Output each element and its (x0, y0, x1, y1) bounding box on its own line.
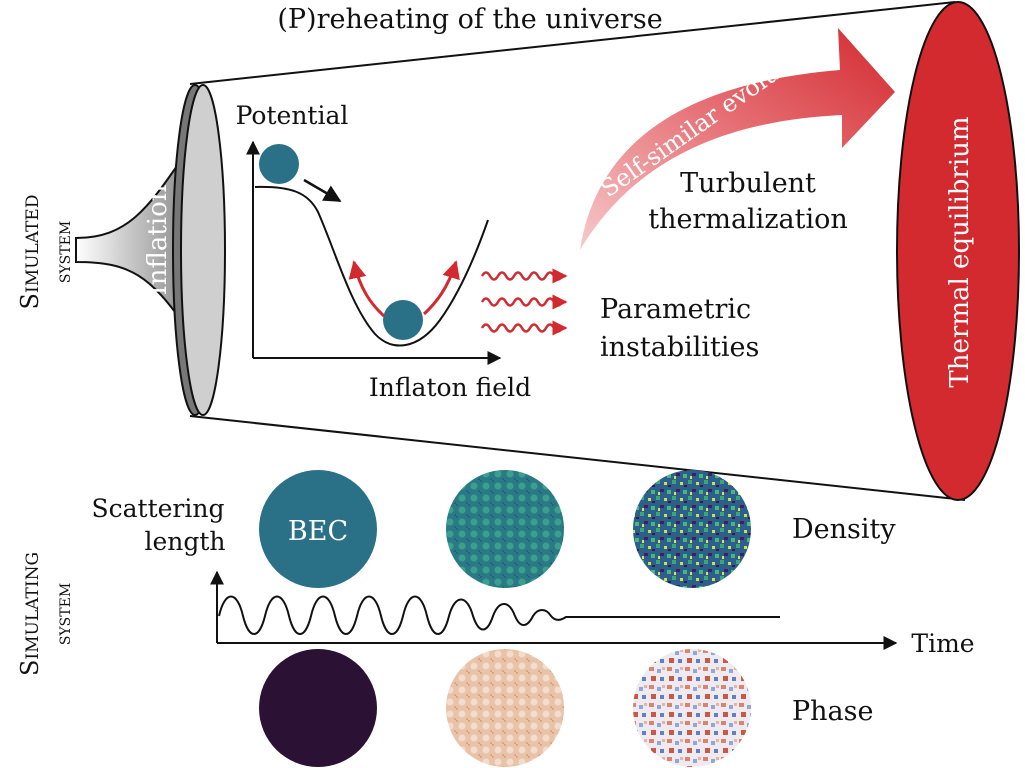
diagram-title: (P)reheating of the universe (277, 4, 662, 35)
scattering-ylabel-line1: Scattering (92, 494, 225, 523)
simulating-line1: Simulating (16, 552, 44, 676)
cone-top-edge (189, 1, 956, 85)
wavy-arrows (480, 268, 568, 336)
density-label: Density (792, 514, 896, 545)
phase-label: Phase (792, 696, 874, 727)
inflaton-ball-top (259, 144, 299, 184)
wavy-arrow-2 (480, 294, 568, 310)
simulating-system-label: Simulating system (16, 552, 75, 676)
scattering-ylabel-line2: length (144, 527, 225, 556)
simulating-line2: system (51, 583, 75, 645)
wavy-arrow-3 (480, 320, 568, 336)
potential-curve (254, 185, 489, 347)
oscillation-arrow-right (422, 260, 460, 316)
potential-ylabel: Potential (236, 101, 349, 130)
potential-xlabel: Inflaton field (369, 373, 531, 402)
roll-arrow (303, 178, 342, 203)
thermal-equilibrium-label: Thermal equilibrium (945, 116, 975, 387)
self-similar-arrow (580, 28, 895, 250)
turbulent-line1: Turbulent (680, 168, 816, 199)
inflation-ellipse (180, 84, 226, 416)
inflaton-ball-bottom (383, 300, 423, 340)
turbulent-line2: thermalization (648, 204, 848, 235)
oscillation-arrow-left (348, 260, 386, 318)
simulated-line1: Simulated (16, 195, 44, 310)
simulated-system-label: Simulated system (16, 195, 75, 310)
density-circle-turbulent (633, 470, 751, 588)
wavy-arrow-1 (480, 268, 568, 284)
parametric-line2: instabilities (600, 332, 759, 363)
scattering-length-curve (218, 595, 780, 635)
density-circle-bec (259, 470, 377, 588)
cone-bottom-edge (189, 415, 966, 501)
inflation-label: Inflation (143, 184, 173, 295)
phase-circle-bec (259, 649, 377, 767)
simulated-line2: system (51, 221, 75, 283)
phase-circle-instability (446, 649, 564, 767)
parametric-line1: Parametric (600, 294, 751, 325)
thermal-equilibrium-ellipse (896, 1, 1020, 501)
time-label: Time (911, 629, 974, 658)
phase-circle-turbulent (633, 649, 751, 767)
bec-label: BEC (288, 516, 348, 547)
density-circle-instability (446, 470, 564, 588)
